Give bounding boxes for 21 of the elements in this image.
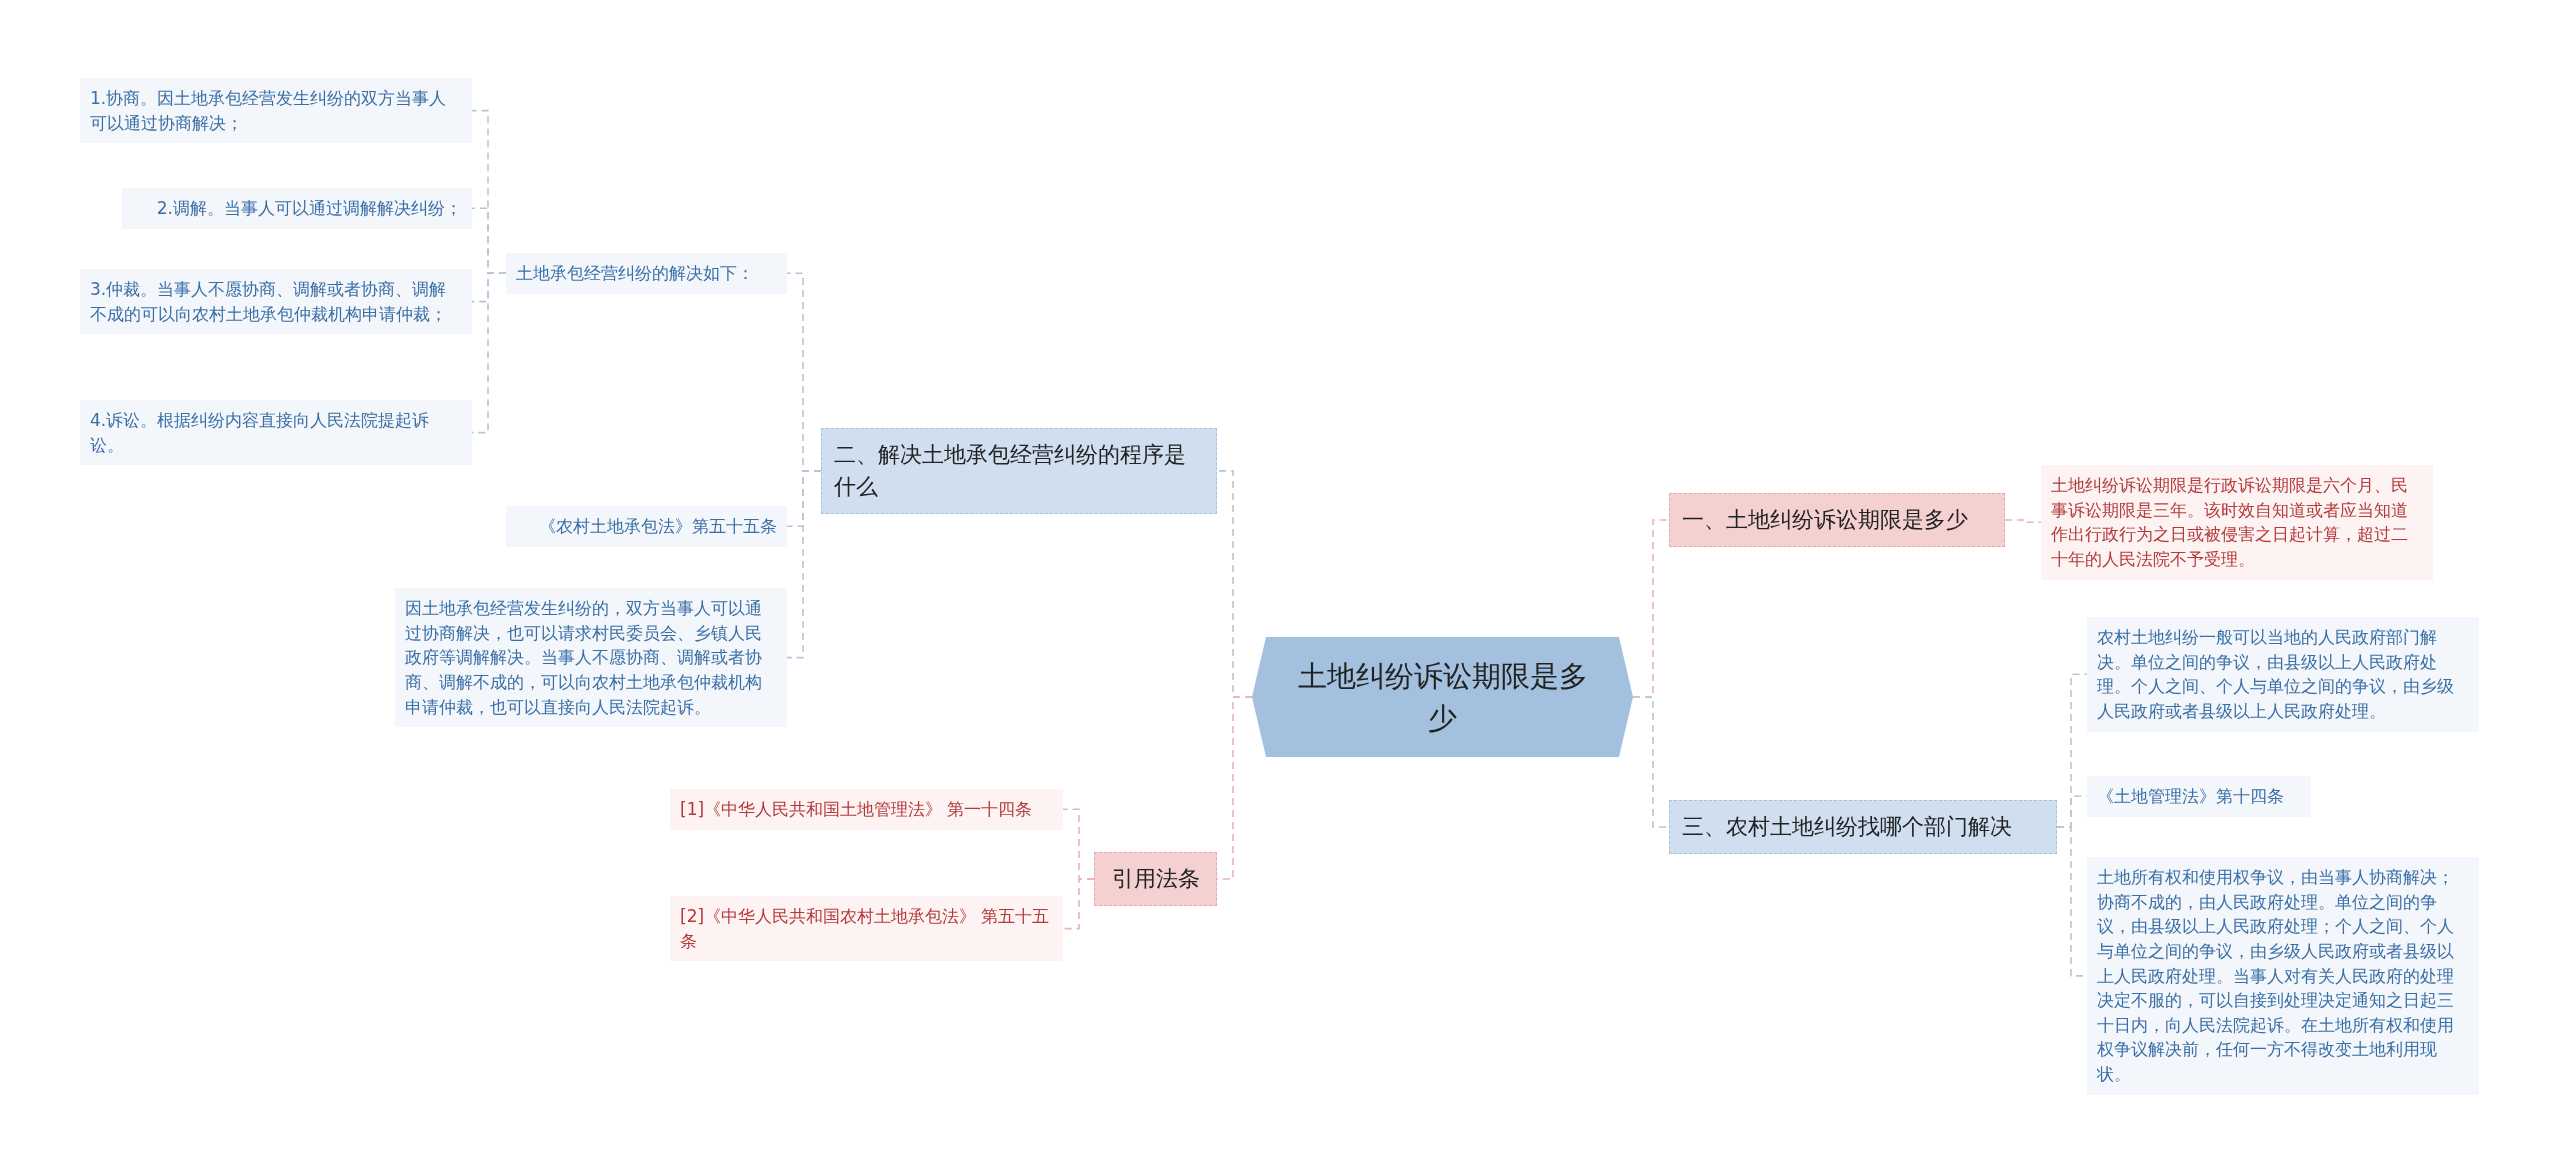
topic-box: 一、土地纠纷诉讼期限是多少: [1669, 493, 2005, 547]
note-box: 3.仲裁。当事人不愿协商、调解或者协商、调解不成的可以向农村土地承包仲裁机构申请仲裁；: [80, 269, 472, 335]
note-box: 因土地承包经营发生纠纷的，双方当事人可以通过协商解决，也可以请求村民委员会、乡镇人民政府等调解解决。当事人不愿协商、调解或者协商、调解不成的，可以向农村土地承包仲裁机构申请仲裁，也可以直接向人民法院起诉。: [395, 588, 787, 728]
note-box: 《土地管理法》第十四条: [2087, 776, 2311, 817]
topic-box: 三、农村土地纠纷找哪个部门解决: [1669, 800, 2057, 854]
note-box: 《农村土地承包法》第五十五条: [506, 506, 787, 547]
connector-line: [2004, 519, 2042, 524]
note-box: 4.诉讼。根据纠纷内容直接向人民法院提起诉讼。: [80, 400, 472, 466]
topic-box: 引用法条: [1094, 852, 1217, 906]
note-box: 土地承包经营纠纷的解决如下：: [506, 253, 787, 294]
topic-box: 二、解决土地承包经营纠纷的程序是什么: [821, 428, 1217, 514]
note-box: 1.协商。因土地承包经营发生纠纷的双方当事人可以通过协商解决；: [80, 78, 472, 144]
note-box: 土地纠纷诉讼期限是行政诉讼期限是六个月、民事诉讼期限是三年。该时效自知道或者应当知道作出行政行为之日或被侵害之日起计算，超过二十年的人民法院不予受理。: [2041, 465, 2433, 580]
note-box: [2]《中华人民共和国农村土地承包法》 第五十五条: [670, 896, 1063, 962]
note-box: 2.调解。当事人可以通过调解解决纠纷；: [122, 188, 472, 229]
note-box: 土地所有权和使用权争议，由当事人协商解决；协商不成的，由人民政府处理。单位之间的争议，由县级以上人民政府处理；个人之间、个人与单位之间的争议，由乡级人民政府或者县级以上人民政府处理。当事人对有关人民政府的处理决定不服的，可以自接到处理决定通知之日起三十日内，向人民法院起诉。在土地所有权和使用权争议解决前，任何一方不得改变土地利用现状。: [2087, 857, 2479, 1095]
note-box: 农村土地纠纷一般可以当地的人民政府部门解决。单位之间的争议，由县级以上人民政府处理。个人之间、个人与单位之间的争议，由乡级人民政府或者县级以上人民政府处理。: [2087, 617, 2479, 732]
note-box: [1]《中华人民共和国土地管理法》 第一十四条: [670, 789, 1063, 830]
central-topic: 土地纠纷诉讼期限是多少: [1252, 637, 1633, 758]
connector-line: [1062, 878, 1095, 930]
connector-line: [786, 470, 822, 659]
